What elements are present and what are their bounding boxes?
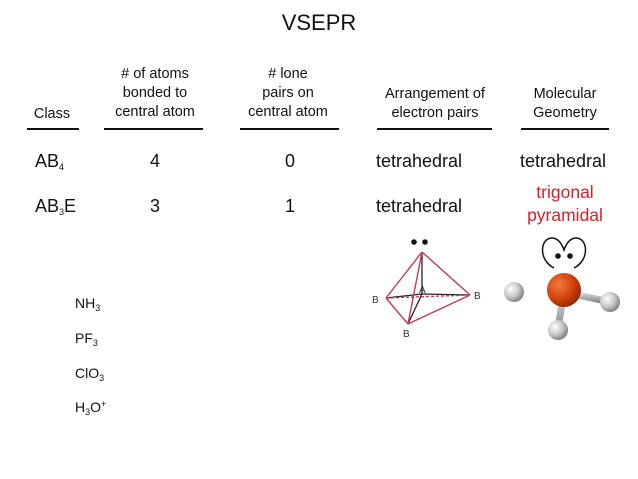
header-atoms-line3: central atom [115,104,195,120]
row2-class-sub: 3 [59,207,65,217]
header-atoms-line2: bonded to [122,85,188,101]
row2-class: AB3E [35,196,76,217]
tetrahedron-edges [385,251,471,325]
header-lone: # lone pairs on central atom [228,65,348,122]
example-h3o-base: H [75,399,86,415]
header-arr-line1: Arrangement of [385,86,485,102]
lone-pair-dot-left [555,253,561,259]
example-pf3-sub: 3 [92,338,98,348]
header-geo-line1: Molecular [533,86,597,102]
row1-class-sub: 4 [59,162,65,172]
row1-arrangement: tetrahedral [376,151,463,171]
header-geometry: Molecular Geometry [510,85,620,123]
example-h3o-mid: O [90,399,102,415]
row2-class-base: AB [35,196,60,216]
row2-arrangement: tetrahedral [376,196,463,216]
header-arrangement: Arrangement of electron pairs [365,85,505,123]
example-h3o-sub: 3 [85,407,91,417]
row2-geometry-line2: pyramidal [527,205,603,225]
row1-class: AB4 [35,151,64,172]
row2-geometry: trigonal pyramidal [510,181,620,227]
example-pf3: PF3 [75,330,98,348]
row1-atoms: 4 [149,151,160,171]
outer-atom-bottom [548,320,568,340]
label-b-right: B [474,291,481,302]
row2-atoms: 3 [149,196,160,216]
example-clo3-sub: 3 [99,373,105,383]
label-b-left: B [372,295,379,306]
central-atom [547,273,581,307]
header-class: Class [33,106,71,122]
rule-geometry [521,128,609,130]
page-title: VSEPR [281,10,357,35]
row2-class-tail: E [64,196,77,216]
example-clo3: ClO3 [75,365,104,383]
example-h3o-sup: + [101,399,107,409]
row1-class-base: AB [35,151,60,171]
example-clo3-base: ClO [75,365,100,381]
outer-atom-left [504,282,524,302]
header-lone-line2: pairs on [262,85,314,101]
example-nh3-base: NH [75,295,96,311]
example-nh3-sub: 3 [95,303,101,313]
header-geo-line2: Geometry [533,105,597,121]
tetrahedral-diagram: B A B B [372,239,481,340]
trigonal-pyramidal-model [504,237,620,340]
label-a-center: A [419,285,426,296]
rule-arrangement [377,128,492,130]
row2-geometry-line1: trigonal [536,182,594,202]
label-b-bottom: B [403,329,410,340]
header-atoms-line1: # of atoms [121,66,189,82]
outer-atom-right [600,292,620,312]
lone-pair-dot-right [567,253,573,259]
header-atoms: # of atoms bonded to central atom [95,65,215,122]
example-h3o: H3O+ [75,399,106,417]
lone-pair-lobe [541,237,587,269]
example-pf3-base: PF [75,330,93,346]
header-lone-line3: central atom [248,104,328,120]
rule-class [27,128,79,130]
header-lone-line1: # lone [268,66,308,82]
lone-pair-dot-right [422,239,428,245]
row2-lone: 1 [284,196,295,216]
lone-pair-dot-left [411,239,417,245]
row1-geometry: tetrahedral [520,151,607,171]
rule-lone [240,128,339,130]
header-arr-line2: electron pairs [391,105,479,121]
row1-lone: 0 [284,151,295,171]
rule-atoms [104,128,203,130]
example-nh3: NH3 [75,295,100,313]
